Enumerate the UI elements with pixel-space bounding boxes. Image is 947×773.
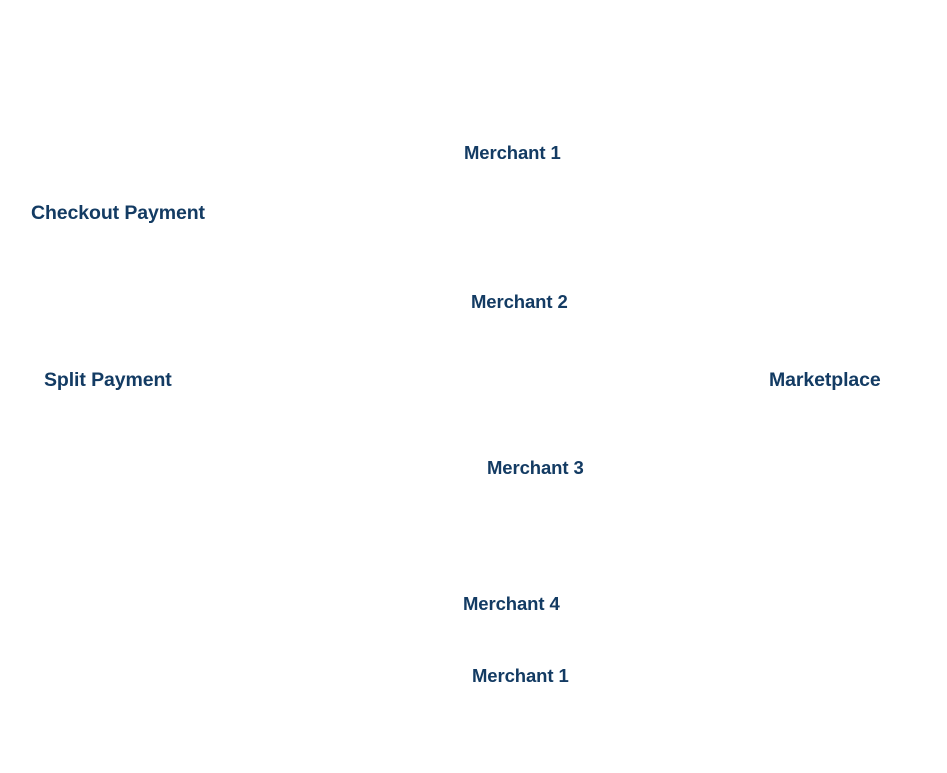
node-label-merchant-2[interactable]: Merchant 2 — [471, 291, 568, 312]
node-label-checkout-payment[interactable]: Checkout Payment — [31, 202, 205, 224]
node-label-marketplace[interactable]: Marketplace — [769, 369, 881, 391]
node-label-merchant-1-bottom[interactable]: Merchant 1 — [472, 665, 569, 686]
node-label-merchant-3[interactable]: Merchant 3 — [487, 457, 584, 478]
node-label-split-payment[interactable]: Split Payment — [44, 369, 172, 391]
node-label-merchant-4[interactable]: Merchant 4 — [463, 593, 560, 614]
node-label-merchant-1-top[interactable]: Merchant 1 — [464, 142, 561, 163]
